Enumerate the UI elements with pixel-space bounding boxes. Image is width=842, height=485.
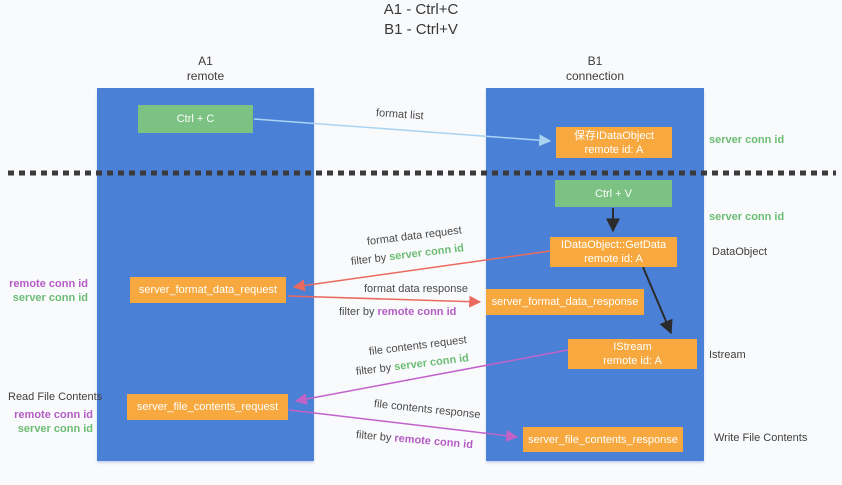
node-save-dataobject-line1: 保存IDataObject <box>573 129 655 142</box>
left-server-conn-id-label-2: server conn id <box>17 423 93 435</box>
right-server-conn-id-label-top: server conn id <box>709 134 785 146</box>
node-server-file-contents-response: server_file_contents_response <box>523 427 683 452</box>
node-ctrl-v: Ctrl + V <box>555 180 672 207</box>
left-remote-conn-id-label: remote conn id <box>9 278 88 290</box>
lane-b-subtitle: connection <box>565 69 625 83</box>
node-server-file-contents-request: server_file_contents_request <box>127 394 288 420</box>
arrow-getdata-to-istream <box>642 266 673 335</box>
lane-a-header: A1 remote <box>97 54 314 84</box>
node-server-format-data-response: server_format_data_response <box>486 289 644 315</box>
node-save-dataobject: 保存IDataObject remote id: A <box>556 127 672 158</box>
right-write-file-contents-label: Write File Contents <box>714 432 808 444</box>
label-remote-conn-id-text-1: remote conn id <box>377 306 457 318</box>
arrow-format-data-response <box>287 295 482 308</box>
node-istream-line2: remote id: A <box>603 355 662 367</box>
label-filter-by-remote-conn-1: filter by remote conn id <box>339 306 456 318</box>
diagram-title: A1 - Ctrl+C B1 - Ctrl+V <box>0 0 842 40</box>
arrow-format-data-request <box>292 250 551 292</box>
right-dataobject-label: DataObject <box>712 246 768 258</box>
node-idataobject-getdata-line1: IDataObject::GetData <box>560 239 667 251</box>
lane-a-title: A1 <box>198 54 213 68</box>
node-ctrl-v-label: Ctrl + V <box>595 187 632 200</box>
label-format-data-response: format data response <box>364 283 468 295</box>
read-file-contents-label: Read File Contents <box>8 391 103 403</box>
label-filter-by-text-2: filter by <box>339 306 378 318</box>
left-remote-conn-id-label-2: remote conn id <box>14 409 93 421</box>
lane-b-header: B1 connection <box>486 54 704 84</box>
node-ctrl-c-label: Ctrl + C <box>176 113 215 125</box>
right-istream-label: Istream <box>709 349 746 361</box>
title-line-1: A1 - Ctrl+C <box>383 1 459 18</box>
node-server-file-contents-response-label: server_file_contents_response <box>528 433 678 446</box>
node-server-format-data-request: server_format_data_request <box>130 277 286 303</box>
node-server-file-contents-request-label: server_file_contents_request <box>136 401 279 413</box>
node-server-format-data-request-label: server_format_data_request <box>138 284 278 296</box>
node-idataobject-getdata-line2: remote id: A <box>584 253 643 265</box>
node-idataobject-getdata: IDataObject::GetData remote id: A <box>550 237 677 267</box>
title-line-2: B1 - Ctrl+V <box>384 21 458 38</box>
node-istream: IStream remote id: A <box>568 339 697 369</box>
lane-b-title: B1 <box>587 54 603 68</box>
left-server-conn-id-label: server conn id <box>12 292 88 304</box>
node-ctrl-c: Ctrl + C <box>138 105 253 133</box>
arrow-format-list <box>253 118 552 147</box>
node-server-format-data-response-label: server_format_data_response <box>491 296 639 308</box>
right-server-conn-id-label-mid: server conn id <box>709 211 785 223</box>
node-save-dataobject-line2: remote id: A <box>584 143 644 156</box>
lane-a-subtitle: remote <box>186 69 225 83</box>
arrow-file-contents-response <box>288 409 519 442</box>
arrow-file-contents-request <box>294 349 569 405</box>
node-istream-line1: IStream <box>613 341 652 353</box>
